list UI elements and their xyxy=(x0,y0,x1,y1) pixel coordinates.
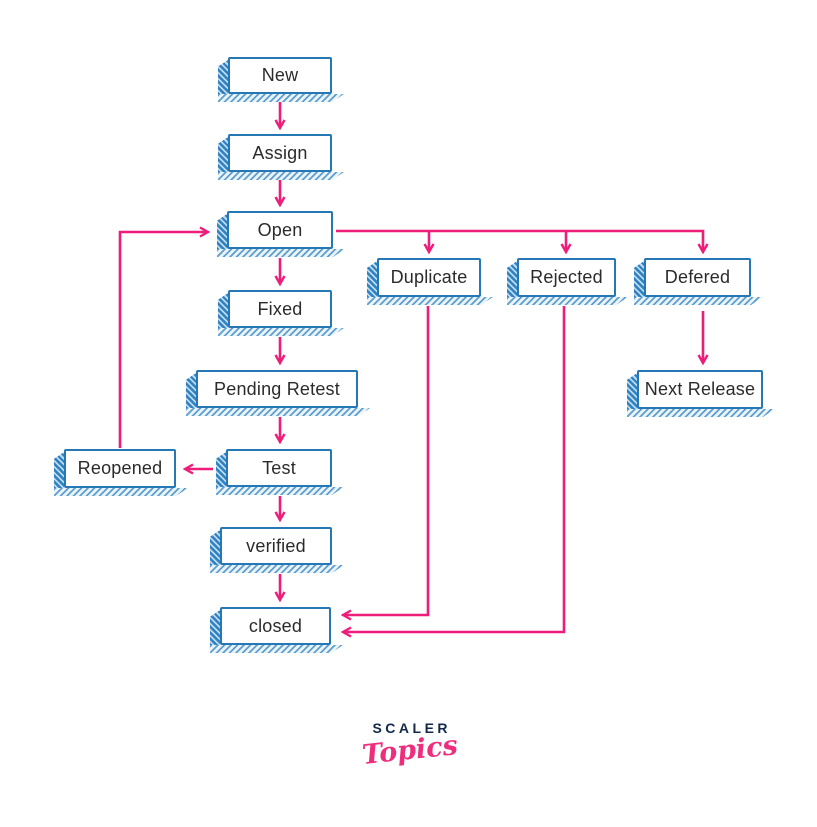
node-label: Pending Retest xyxy=(214,378,340,399)
edge-duplicate-closed xyxy=(344,306,430,615)
node-label: Test xyxy=(262,457,296,478)
node-label: closed xyxy=(248,615,303,636)
logo-sub-text: Topics xyxy=(360,730,460,771)
node-label: Next Release xyxy=(644,379,756,399)
node-test: Test xyxy=(226,449,332,487)
scaler-topics-logo: SCALER Topics xyxy=(355,720,465,771)
node-new: New xyxy=(228,57,332,94)
node-label: Open xyxy=(257,219,303,240)
node-label: Rejected xyxy=(530,267,603,287)
node-verified: verified xyxy=(220,527,332,565)
node-duplicate: Duplicate xyxy=(377,258,481,297)
node-label: Duplicate xyxy=(390,267,468,287)
node-label: New xyxy=(261,65,299,85)
node-reopened: Reopened xyxy=(64,449,176,488)
node-rejected: Rejected xyxy=(517,258,616,297)
node-defered: Defered xyxy=(644,258,751,297)
node-label: Assign xyxy=(252,142,308,163)
node-label: Fixed xyxy=(257,298,303,319)
node-label: Defered xyxy=(664,267,731,287)
node-closed: closed xyxy=(220,607,331,645)
edge-open-defered xyxy=(336,229,703,251)
node-label: Reopened xyxy=(77,458,163,478)
node-open: Open xyxy=(227,211,333,249)
edge-rejected-closed xyxy=(344,306,566,632)
node-assign: Assign xyxy=(228,134,332,172)
node-next-release: Next Release xyxy=(637,370,763,409)
node-fixed: Fixed xyxy=(228,290,332,328)
node-pending-retest: Pending Retest xyxy=(196,370,358,408)
node-label: verified xyxy=(246,535,306,556)
edge-reopened-open xyxy=(118,232,207,448)
logo-brand-text: SCALER xyxy=(372,720,452,736)
